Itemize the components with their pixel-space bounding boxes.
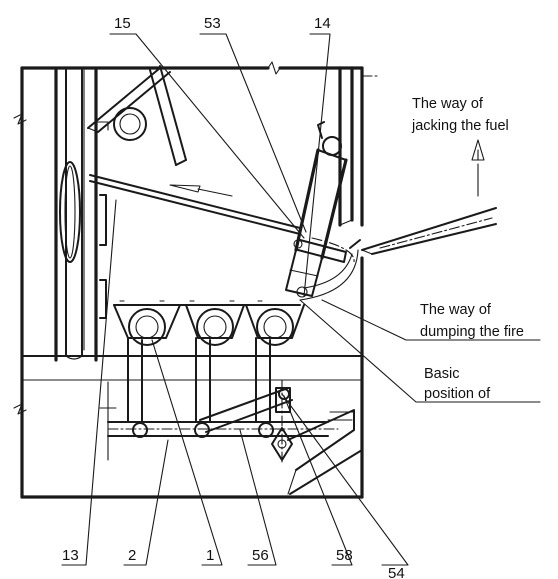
upper-plate-assembly — [87, 65, 187, 166]
leader-lines — [61, 33, 541, 566]
note-basic-line2: position of — [424, 386, 491, 402]
right-rail — [338, 66, 381, 227]
label-56: 56 — [252, 547, 269, 564]
lever-arm — [285, 121, 348, 298]
left-flue-column — [54, 68, 107, 362]
lower-bracket — [99, 381, 117, 461]
up-arrow-icon — [471, 139, 485, 197]
housing-outline — [13, 61, 364, 499]
label-53: 53 — [204, 15, 221, 32]
note-dumping-line1: The way of — [420, 302, 492, 318]
linkage — [107, 379, 339, 465]
motion-arcs — [299, 237, 359, 301]
label-2: 2 — [128, 547, 136, 564]
label-15: 15 — [114, 15, 131, 32]
label-14: 14 — [314, 15, 331, 32]
ash-tray — [287, 409, 363, 495]
feed-chute — [349, 207, 497, 255]
label-58: 58 — [336, 547, 353, 564]
note-jacking-line1: The way of — [412, 96, 484, 112]
label-13: 13 — [62, 547, 79, 564]
label-1: 1 — [206, 547, 214, 564]
note-jacking-line2: jacking the fuel — [411, 118, 509, 134]
label-54: 54 — [388, 565, 405, 579]
note-basic-line1: Basic — [424, 366, 459, 382]
note-dumping-line2: dumping the fire — [420, 324, 524, 340]
pusher-rod — [89, 174, 301, 235]
grate-rollers — [113, 300, 305, 346]
